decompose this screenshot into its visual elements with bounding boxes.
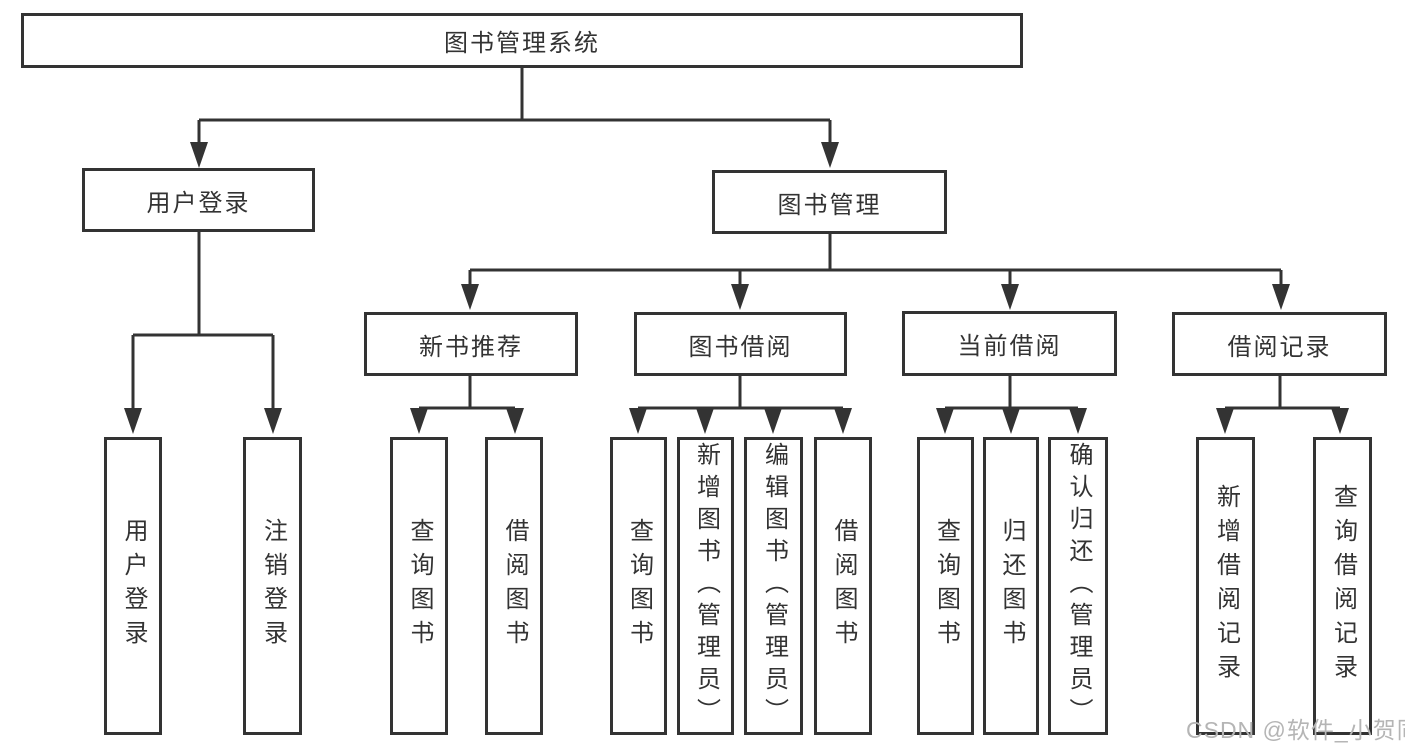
node-new-book-recommend: 新书推荐 <box>364 312 578 376</box>
leaf-add-borrow-record-label: 新增借阅记录 <box>1212 484 1240 688</box>
leaf-edit-books-admin: 编辑图书（管理员） <box>744 437 803 735</box>
node-borrow-records: 借阅记录 <box>1172 312 1387 376</box>
leaf-user-login-label: 用户登录 <box>120 518 147 654</box>
node-book-borrow-label: 图书借阅 <box>688 333 793 361</box>
node-book-management: 图书管理 <box>712 170 947 234</box>
leaf-confirm-return-admin-label: 确认归还（管理员） <box>1065 442 1092 730</box>
leaf-confirm-return-admin: 确认归还（管理员） <box>1048 437 1108 735</box>
leaf-query-books-recommend: 查询图书 <box>390 437 448 735</box>
leaf-query-books-recommend-label: 查询图书 <box>406 518 433 654</box>
node-borrow-records-label: 借阅记录 <box>1227 333 1332 361</box>
node-root: 图书管理系统 <box>21 13 1023 68</box>
leaf-add-books-admin: 新增图书（管理员） <box>677 437 734 735</box>
node-book-borrow: 图书借阅 <box>634 312 847 376</box>
leaf-return-books: 归还图书 <box>983 437 1039 735</box>
leaf-query-borrow-record: 查询借阅记录 <box>1313 437 1372 735</box>
leaf-borrow-books-recommend: 借阅图书 <box>485 437 543 735</box>
leaf-query-books-current: 查询图书 <box>917 437 974 735</box>
node-user-login-label: 用户登录 <box>146 189 251 217</box>
node-new-book-recommend-label: 新书推荐 <box>419 333 523 361</box>
leaf-return-books-label: 归还图书 <box>998 518 1025 654</box>
arrowheads <box>124 142 1349 434</box>
leaf-borrow-books-recommend-label: 借阅图书 <box>501 518 528 654</box>
leaf-query-borrow-record-label: 查询借阅记录 <box>1329 484 1357 688</box>
leaf-user-login: 用户登录 <box>104 437 162 735</box>
leaf-logout-label: 注销登录 <box>259 518 287 654</box>
leaf-query-books-borrow-label: 查询图书 <box>625 518 653 654</box>
node-current-borrow-label: 当前借阅 <box>957 333 1062 360</box>
node-current-borrow: 当前借阅 <box>902 311 1117 376</box>
leaf-logout: 注销登录 <box>243 437 302 735</box>
leaf-add-borrow-record: 新增借阅记录 <box>1196 437 1255 735</box>
leaf-query-books-current-label: 查询图书 <box>932 518 960 654</box>
leaf-borrow-books-label: 借阅图书 <box>830 518 857 654</box>
node-book-management-label: 图书管理 <box>777 191 882 219</box>
node-user-login: 用户登录 <box>82 168 315 232</box>
leaf-add-books-admin-label: 新增图书（管理员） <box>692 442 720 730</box>
leaf-query-books-borrow: 查询图书 <box>610 437 667 735</box>
leaf-borrow-books: 借阅图书 <box>814 437 872 735</box>
leaf-edit-books-admin-label: 编辑图书（管理员） <box>760 442 788 730</box>
node-root-label: 图书管理系统 <box>444 30 600 57</box>
csdn-watermark: CSDN @软件_小贺同学 <box>1186 717 1405 743</box>
